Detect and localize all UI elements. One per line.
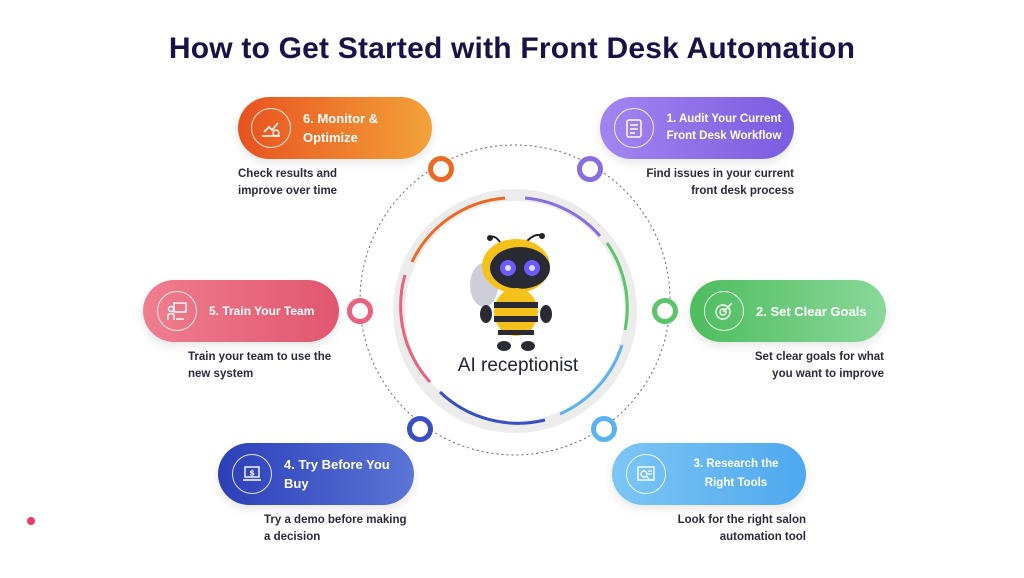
bee-robot-icon bbox=[470, 233, 552, 351]
page-title: How to Get Started with Front Desk Autom… bbox=[168, 32, 856, 65]
ring-node-3 bbox=[591, 416, 617, 442]
chart-gear-icon bbox=[251, 108, 291, 148]
step-2-label: 2. Set Clear Goals bbox=[756, 303, 867, 319]
step-3-label: 3. Research the Right Tools bbox=[693, 458, 779, 489]
ring-node-1 bbox=[577, 156, 603, 182]
ring-node-6 bbox=[428, 156, 454, 182]
laptop-dollar-icon: $ bbox=[232, 454, 272, 494]
step-5-label: 5. Train Your Team bbox=[209, 303, 315, 318]
ring-node-5 bbox=[347, 298, 373, 324]
step-3-pill: 3. Research the Right Tools bbox=[612, 443, 806, 505]
svg-text:$: $ bbox=[249, 469, 255, 478]
step-6-pill: 6. Monitor & Optimize bbox=[238, 97, 432, 159]
checklist-icon bbox=[614, 108, 654, 148]
step-6-label: 6. Monitor & Optimize bbox=[303, 111, 379, 145]
step-5-pill: 5. Train Your Team bbox=[143, 280, 339, 342]
step-4-pill: $ 4. Try Before You Buy bbox=[218, 443, 414, 505]
ring-node-4 bbox=[407, 416, 433, 442]
step-1-label: 1. Audit Your Current Front Desk Workflo… bbox=[666, 113, 782, 142]
presentation-icon bbox=[157, 291, 197, 331]
center-label: AI receptionist bbox=[457, 355, 579, 376]
step-4-label: 4. Try Before You Buy bbox=[284, 457, 390, 491]
target-icon bbox=[704, 291, 744, 331]
ring-node-2 bbox=[652, 298, 678, 324]
step-2-pill: 2. Set Clear Goals bbox=[690, 280, 886, 342]
step-1-pill: 1. Audit Your Current Front Desk Workflo… bbox=[600, 97, 794, 159]
decorative-dot bbox=[27, 517, 35, 525]
research-icon bbox=[626, 454, 666, 494]
